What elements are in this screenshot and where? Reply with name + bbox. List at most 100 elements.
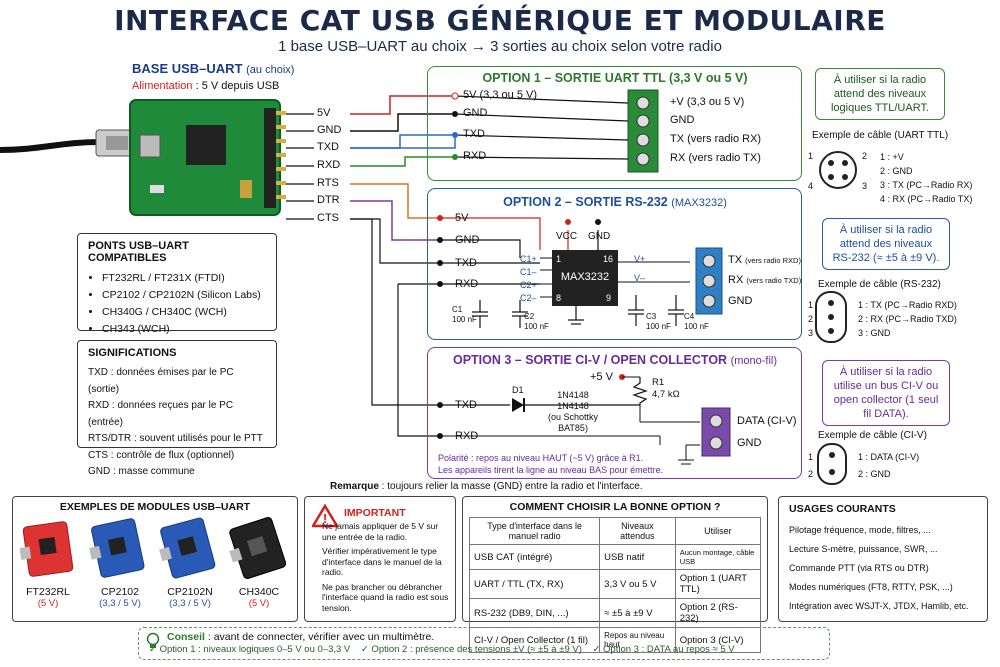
module-images	[19, 517, 287, 580]
option3-title: OPTION 3 – SORTIE CI-V / OPEN COLLECTOR …	[452, 353, 778, 367]
max-chip-label: MAX3232	[560, 271, 610, 283]
list-item: Commande PTT (via RTS ou DTR)	[789, 563, 929, 573]
cable2-list: 1 : TX (PC→Radio RXD)2 : RX (PC→Radio TX…	[858, 300, 957, 338]
list-item: Vérifier impérativement le type d'interf…	[322, 546, 442, 577]
opt2-in-5v: 5V	[455, 212, 469, 224]
remarque: Remarque : toujours relier la masse (GND…	[330, 481, 643, 492]
modules-title: EXEMPLES DE MODULES USB–UART	[59, 501, 251, 513]
max-cap-pins: C1+C1–C2+C2–	[520, 254, 537, 303]
svg-text:!: !	[323, 511, 327, 526]
module-ft232rl: FT232RL(5 V)	[26, 586, 70, 609]
base-title: BASE USB–UART (au choix)	[132, 61, 295, 76]
list-item: Pilotage fréquence, mode, filtres, ...	[789, 525, 931, 535]
opt3-out-data: DATA (CI-V)	[737, 415, 797, 427]
cable1-pin-4: 4	[808, 181, 814, 191]
opt2-out-tx: TX (vers radio RXD)	[728, 254, 801, 266]
option1-side-note: À utiliser si la radio attend des niveau…	[815, 68, 945, 120]
list-item: CP2102 / CP2102N (Silicon Labs)	[102, 287, 266, 304]
cable1-title: Exemple de câble (UART TTL)	[812, 130, 949, 141]
significations-box: SIGNIFICATIONS TXD : données émises par …	[77, 340, 277, 477]
significations-title: SIGNIFICATIONS	[88, 347, 177, 359]
pin-txd: TXD	[317, 141, 339, 153]
opt3-polarity: Polarité : repos au niveau HAUT (~5 V) g…	[438, 453, 664, 475]
usages-box: USAGES COURANTS Pilotage fréquence, mode…	[778, 496, 988, 622]
option2-title: OPTION 2 – SORTIE RS-232 (MAX3232)	[503, 195, 727, 209]
ponts-title: PONTS USB–UART COMPATIBLES	[88, 240, 189, 264]
module-cp2102n: CP2102N(3,3 / 5 V)	[167, 586, 213, 609]
max-pin-9: 9	[606, 293, 612, 303]
header-pins	[264, 108, 276, 208]
opt2-in-rxd: RXD	[455, 278, 479, 290]
page-title: INTERFACE CAT USB GÉNÉRIQUE ET MODULAIRE	[114, 4, 886, 37]
max-vplus: V+	[634, 254, 646, 264]
important-list: Ne jamais appliquer de 5 V sur une entré…	[314, 521, 450, 613]
list-item: RTS/DTR : souvent utilisés pour le PTT	[88, 433, 263, 444]
choose-box: COMMENT CHOISIR LA BONNE OPTION ? Type d…	[462, 496, 768, 653]
lightbulb-icon	[146, 632, 160, 648]
opt3-supply: +5 V	[590, 371, 613, 383]
opt1-out-tx: TX (vers radio RX)	[670, 133, 762, 145]
cable3-connector	[817, 443, 847, 485]
opt1-out-v: +V (3,3 ou 5 V)	[670, 96, 745, 108]
cable2-title: Exemple de câble (RS-232)	[818, 279, 941, 290]
pin-rts: RTS	[317, 177, 339, 189]
opt1-in-gnd: GND	[463, 107, 488, 119]
opt3-in-rxd: RXD	[455, 430, 479, 442]
list-item: Modes numériques (FT8, RTTY, PSK, ...)	[789, 582, 953, 592]
table-row: CI-V / Open Collector (1 fil)Repos au ni…	[468, 627, 762, 653]
pin-dtr: DTR	[317, 194, 340, 206]
list-item: GND : masse commune	[88, 466, 195, 477]
d1-label: D1	[512, 385, 524, 395]
list-item: CH340G / CH340C (WCH)	[102, 304, 266, 321]
option3-side-note: À utiliser si la radio utilise un bus CI…	[822, 360, 950, 426]
cable1-connector	[819, 151, 857, 189]
base-power: Alimentation : 5 V depuis USB	[132, 80, 280, 92]
cable3-title: Exemple de câble (CI-V)	[818, 430, 927, 441]
diode-d1	[512, 398, 524, 412]
opt1-in-txd: TXD	[463, 128, 485, 140]
pin-gnd: GND	[317, 124, 342, 136]
list-item: RXD : données reçues par le PC (entrée)	[88, 400, 234, 428]
warning-icon: !	[312, 504, 338, 528]
list-item: Ne pas brancher ou débrancher l'interfac…	[322, 581, 449, 613]
max-vcc: VCC	[556, 231, 578, 242]
resistor-r1	[632, 377, 648, 405]
choose-title: COMMENT CHOISIR LA BONNE OPTION ?	[509, 501, 721, 513]
option1-title: OPTION 1 – SORTIE UART TTL (3,3 V ou 5 V…	[482, 71, 748, 85]
important-title: IMPORTANT	[344, 507, 406, 519]
opt3-out-gnd: GND	[737, 437, 762, 449]
option2-box	[427, 188, 802, 340]
list-item: Lecture S-mètre, puissance, SWR, ...	[789, 544, 938, 554]
usages-list: Pilotage fréquence, mode, filtres, ... L…	[789, 521, 977, 616]
table-header: Type d'interface dans le manuel radio	[468, 517, 601, 545]
tip-checks: ✓ Option 1 : niveaux logiques 0–5 V ou 0…	[149, 644, 735, 655]
opt1-in-rxd: RXD	[463, 150, 487, 162]
opt3-in-txd: TXD	[455, 399, 477, 411]
list-item: Ne jamais appliquer de 5 V sur une entré…	[322, 521, 439, 542]
opt1-out-rx: RX (vers radio TX)	[670, 152, 761, 164]
cable3-list: 1 : DATA (CI-V)2 : GND	[858, 452, 920, 479]
max-pin-1: 1	[556, 254, 562, 264]
list-item: Intégration avec WSJT-X, JTDX, Hamlib, e…	[789, 601, 969, 611]
usages-title: USAGES COURANTS	[789, 503, 896, 515]
cable1-pin-1: 1	[808, 151, 814, 161]
max-gnd: GND	[588, 231, 611, 242]
uart-chip	[186, 125, 226, 165]
opt2-in-gnd: GND	[455, 234, 480, 246]
tip-box: Conseil : avant de connecter, vérifier a…	[138, 627, 830, 660]
cable1-pin-3: 3	[862, 181, 868, 191]
module-ch340c: CH340C(5 V)	[238, 586, 280, 609]
tip-title: Conseil : avant de connecter, vérifier a…	[167, 631, 435, 643]
opt2-out-gnd: GND	[728, 295, 753, 307]
opt2-out-rx: RX (vers radio TXD)	[728, 274, 802, 286]
pin-5v: 5V	[317, 107, 331, 119]
opt2-in-txd: TXD	[455, 257, 477, 269]
